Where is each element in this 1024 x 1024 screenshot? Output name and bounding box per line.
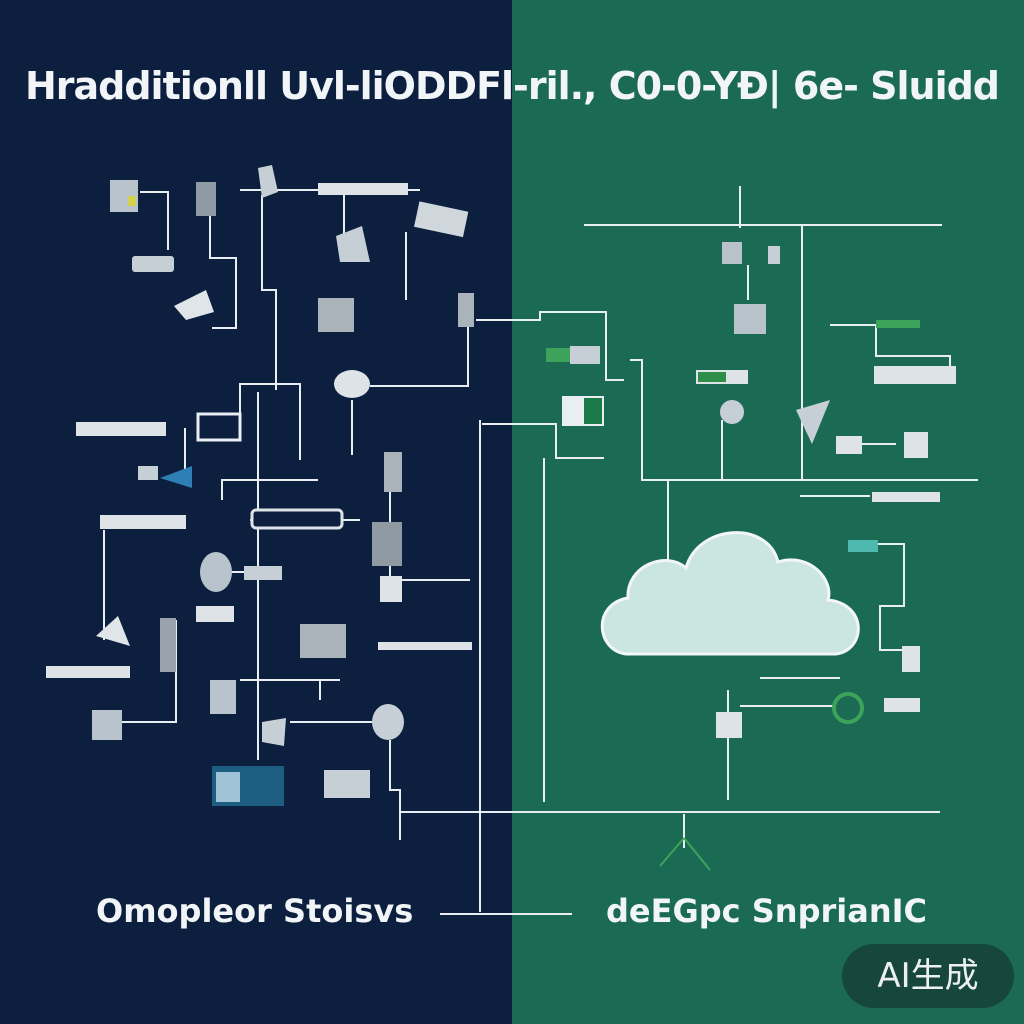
storage-device [318,298,354,332]
cable-device [244,566,282,580]
tripod-device [96,616,130,646]
pc-device [210,680,236,714]
right-link [630,359,978,481]
teal-switch-device [848,540,878,552]
left-link [239,383,301,460]
globe-green-device [832,692,864,724]
ups-device [380,576,402,602]
right-panel-background [512,0,1024,1024]
server-rack-device [76,422,166,436]
box-device [902,646,920,672]
window-pane-device [216,772,240,802]
accent-link [659,837,685,867]
satellite-device [336,226,370,262]
server-device [196,182,216,216]
left-link [221,479,318,500]
cabinet-device [160,618,176,672]
left-link [370,315,469,387]
small-switch-device [836,436,862,454]
adapter-device [46,666,130,678]
right-connection-lines [400,186,978,848]
firewall-unit-led [698,372,726,382]
tower-antenna-device [796,400,830,444]
bridge-device [318,183,408,195]
label-device [196,606,234,622]
blade-device [876,320,920,328]
camera-device [174,290,214,320]
modem-device [138,466,158,480]
antenna-device [258,165,278,198]
firewall-device [384,452,402,492]
left-link [389,740,401,840]
tower-device [372,522,402,566]
printer-device [414,201,469,238]
access-point-device [160,466,192,488]
plug-device [884,698,920,712]
patch-panel-device [100,515,186,529]
right-link [830,324,951,372]
switch-device [132,256,174,272]
mobile-device [904,432,928,458]
terminal-device [92,710,122,740]
left-panel-caption: Omopleor Stoisvs [96,892,414,930]
cloud-shape [600,531,860,656]
ai-generated-watermark: AI生成 [842,944,1014,1008]
left-link [140,191,169,250]
display-screen [584,398,602,424]
switch-box-device [196,412,242,442]
accent-link [683,837,711,871]
globe-device [200,552,232,592]
panel-device [716,712,742,738]
diagram-title: Hradditionll Uvl-liODDFl-ril., C0-0-YÐ| … [24,64,1000,108]
left-link [261,195,277,390]
bar-device [378,642,472,650]
right-link [482,423,604,459]
stacked-box-device [734,304,766,334]
nas-device [250,508,344,530]
cloud-node-device [722,242,742,264]
rack-device [300,624,346,658]
long-server-device [874,366,956,384]
hub-icon [334,370,370,398]
router-device-led [128,196,136,206]
right-accent-lines [659,837,711,871]
wifi-device [262,718,286,746]
right-link [876,543,912,651]
green-switch-body [570,346,600,364]
right-link [512,311,624,381]
left-link [209,210,237,329]
mic-device [372,704,404,740]
right-panel-caption: deEGpc SnprianIC [606,892,927,930]
left-devices [46,165,474,806]
sensor-device [768,246,780,264]
stack-device [324,770,370,798]
hub-device [458,293,474,327]
laptop-device [872,492,940,502]
right-devices [546,242,956,738]
gear-device [720,400,744,424]
